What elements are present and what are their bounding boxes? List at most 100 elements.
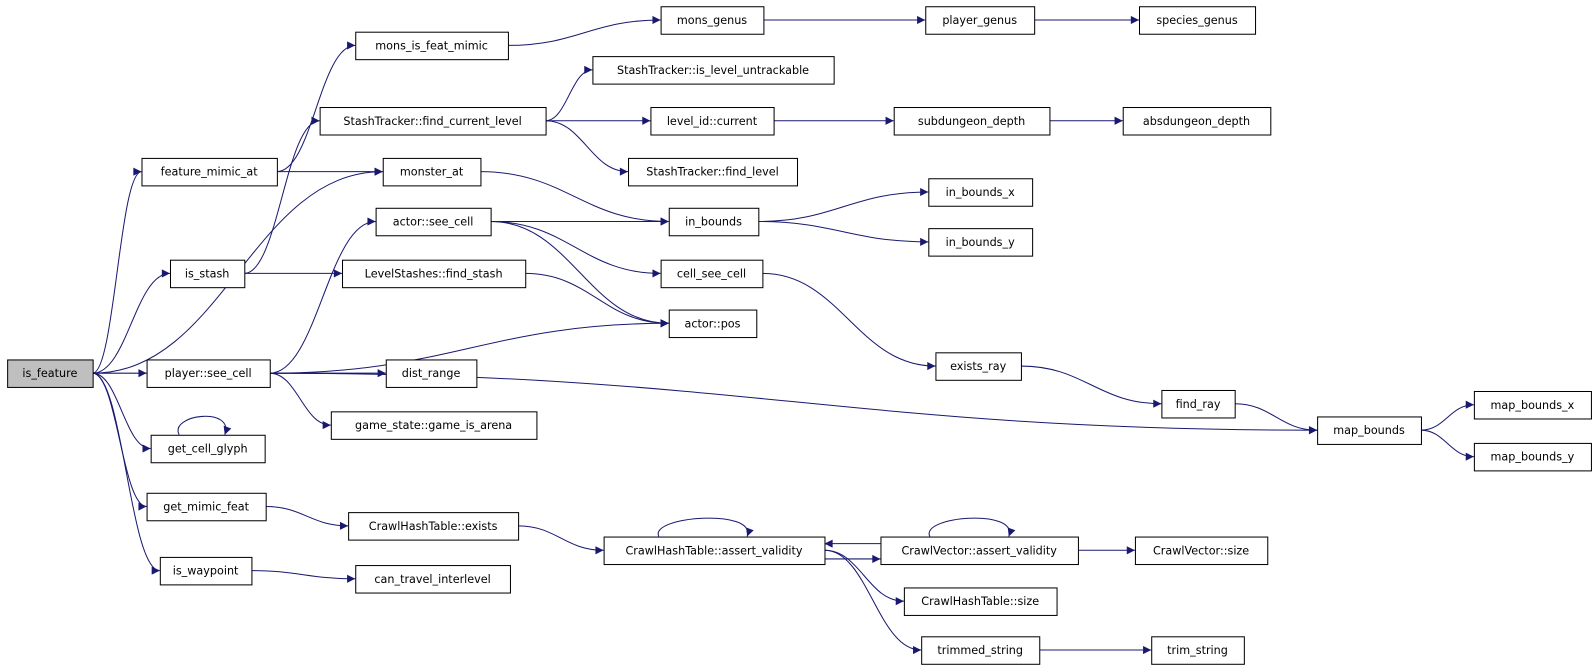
node-map-bounds-x[interactable]: map_bounds_x <box>1473 390 1592 420</box>
edge-player-see-cell-to-game-is-arena <box>269 372 331 430</box>
node-label: exists_ray <box>950 360 1007 373</box>
node-level-id-current[interactable]: level_id::current <box>650 107 775 136</box>
node-box <box>348 512 520 541</box>
edges-layer <box>92 15 1474 655</box>
node-label: trim_string <box>1167 644 1228 657</box>
node-box <box>660 259 764 289</box>
edge-player-see-cell-to-actor-see-cell <box>269 217 376 374</box>
node-is-level-untrackable[interactable]: StashTracker::is_level_untrackable <box>592 56 835 85</box>
node-cht-exists[interactable]: CrawlHashTable::exists <box>348 512 520 541</box>
node-box <box>1122 107 1272 136</box>
edge-mons-is-feat-mimic-to-mons-genus <box>507 15 661 46</box>
node-player-see-cell[interactable]: player::see_cell <box>146 359 271 388</box>
node-label: game_state::game_is_arena <box>355 419 512 432</box>
node-can-travel-interlevel[interactable]: can_travel_interlevel <box>355 565 511 594</box>
node-label: can_travel_interlevel <box>374 573 490 586</box>
node-box <box>893 107 1051 136</box>
node-box <box>141 157 278 187</box>
node-game-is-arena[interactable]: game_state::game_is_arena <box>330 411 538 440</box>
node-label: actor::see_cell <box>393 216 474 229</box>
node-in-bounds[interactable]: in_bounds <box>668 207 760 237</box>
node-label: in_bounds_y <box>946 236 1015 249</box>
node-map-bounds[interactable]: map_bounds <box>1317 416 1422 445</box>
node-in-bounds-x[interactable]: in_bounds_x <box>928 178 1034 207</box>
node-mons-is-feat-mimic[interactable]: mons_is_feat_mimic <box>355 31 509 61</box>
node-box <box>342 259 527 289</box>
edge-find-current-level-to-is-level-untrackable <box>545 65 593 122</box>
node-species-genus[interactable]: species_genus <box>1138 6 1257 35</box>
node-box <box>355 31 509 61</box>
node-label: is_feature <box>22 367 77 380</box>
node-monster-at[interactable]: monster_at <box>382 157 482 187</box>
node-label: level_id::current <box>667 115 758 128</box>
node-get-cell-glyph[interactable]: get_cell_glyph <box>150 434 266 464</box>
edge-cht-exists-to-cht-assert-validity <box>518 525 604 555</box>
node-cv-size[interactable]: CrawlVector::size <box>1134 536 1269 566</box>
node-label: dist_range <box>402 367 461 380</box>
node-label: in_bounds <box>685 216 742 229</box>
node-exists-ray[interactable]: exists_ray <box>935 352 1022 381</box>
node-find-stash[interactable]: LevelStashes::find_stash <box>342 259 527 289</box>
edge-is-feature-to-is-stash <box>92 269 170 374</box>
node-cell-see-cell[interactable]: cell_see_cell <box>660 259 764 289</box>
node-box <box>382 157 482 187</box>
node-box <box>592 56 835 85</box>
node-is-waypoint[interactable]: is_waypoint <box>159 556 253 586</box>
edge-cv-assert-validity-to-cv-assert-validity <box>928 517 1016 537</box>
edge-actor-see-cell-to-cell-see-cell <box>490 221 661 278</box>
node-box <box>925 6 1036 35</box>
node-box <box>921 636 1041 665</box>
node-cv-assert-validity[interactable]: CrawlVector::assert_validity <box>880 536 1079 566</box>
node-absdungeon-depth[interactable]: absdungeon_depth <box>1122 107 1272 136</box>
node-mons-genus[interactable]: mons_genus <box>660 6 765 35</box>
node-box <box>1317 416 1422 445</box>
edge-map-bounds-to-map-bounds-y <box>1420 429 1474 461</box>
node-label: monster_at <box>400 166 464 179</box>
node-find-current-level[interactable]: StashTracker::find_current_level <box>319 107 547 136</box>
node-cht-assert-validity[interactable]: CrawlHashTable::assert_validity <box>603 536 826 566</box>
node-label: player::see_cell <box>165 367 252 380</box>
node-map-bounds-y[interactable]: map_bounds_y <box>1473 442 1592 472</box>
node-actor-see-cell[interactable]: actor::see_cell <box>375 207 492 237</box>
node-in-bounds-y[interactable]: in_bounds_y <box>928 228 1034 257</box>
node-label: feature_mimic_at <box>161 166 259 179</box>
edge-in-bounds-to-in-bounds-y <box>758 221 929 246</box>
node-find-level[interactable]: StashTracker::find_level <box>628 157 799 187</box>
node-label: actor::pos <box>685 317 741 330</box>
node-is-feature[interactable]: is_feature <box>7 359 94 388</box>
edge-get-mimic-feat-to-cht-exists <box>265 506 349 530</box>
node-label: find_ray <box>1176 398 1221 411</box>
node-box <box>1473 390 1592 420</box>
node-label: StashTracker::is_level_untrackable <box>617 64 809 77</box>
edge-find-current-level-to-find-level <box>545 120 629 176</box>
nodes-layer: is_feature feature_mimic_at mons_is_feat_m… <box>7 6 1592 665</box>
node-box <box>628 157 799 187</box>
node-subdungeon-depth[interactable]: subdungeon_depth <box>893 107 1051 136</box>
node-actor-pos[interactable]: actor::pos <box>668 309 758 339</box>
node-box <box>1473 442 1592 472</box>
edge-actor-see-cell-to-actor-pos <box>490 221 669 328</box>
node-box <box>660 6 765 35</box>
node-trim-string[interactable]: trim_string <box>1151 636 1245 665</box>
node-box <box>668 309 758 339</box>
node-is-stash[interactable]: is_stash <box>169 259 246 289</box>
node-box <box>169 259 246 289</box>
node-cht-size[interactable]: CrawlHashTable::size <box>903 587 1058 616</box>
node-box <box>1138 6 1257 35</box>
edge-is-waypoint-to-can-travel-interlevel <box>251 570 356 583</box>
node-get-mimic-feat[interactable]: get_mimic_feat <box>146 492 267 522</box>
node-box <box>330 411 538 440</box>
node-feature-mimic-at[interactable]: feature_mimic_at <box>141 157 278 187</box>
node-label: CrawlHashTable::exists <box>369 520 498 533</box>
edge-is-feature-to-get-cell-glyph <box>92 372 151 453</box>
node-trimmed-string[interactable]: trimmed_string <box>921 636 1041 665</box>
node-label: map_bounds_y <box>1491 451 1575 464</box>
node-find-ray[interactable]: find_ray <box>1161 389 1236 419</box>
node-label: is_waypoint <box>173 565 239 578</box>
node-player-genus[interactable]: player_genus <box>925 6 1036 35</box>
edge-map-bounds-to-map-bounds-x <box>1420 400 1474 431</box>
edge-player-see-cell-to-actor-pos <box>269 319 669 374</box>
node-dist-range[interactable]: dist_range <box>385 359 478 388</box>
node-label: StashTracker::find_level <box>646 166 778 179</box>
